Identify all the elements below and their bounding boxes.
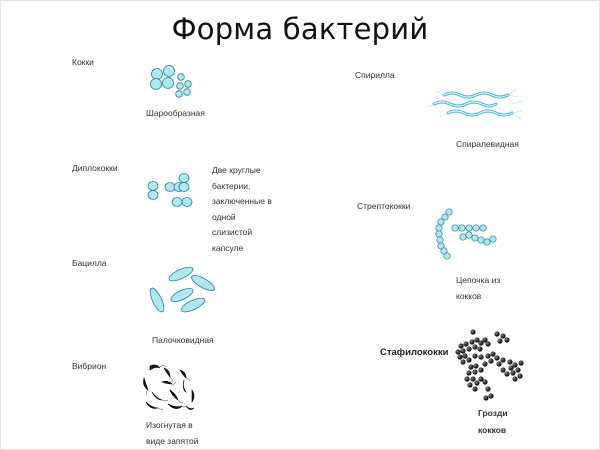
paired-cocci-icon: [147, 173, 193, 207]
grape-cluster-icon: [455, 329, 524, 401]
vibrio-description: Изогнутая в виде запятой: [146, 420, 199, 446]
streptococci-description: Цепочка из кокков: [456, 275, 501, 301]
diplococci-description: Две круглые бактерии, заключенные в одно…: [212, 165, 272, 253]
cocci-label: Кокки: [72, 57, 94, 67]
sphere-cluster-icon: [150, 65, 192, 98]
chain-cocci-icon: [435, 208, 497, 260]
comma-bacteria-icon: [143, 364, 195, 410]
staphylococci-label: Стафилококки: [380, 347, 449, 358]
slide-title: Форма бактерий: [171, 12, 429, 46]
diplococci-label: Диплококки: [72, 163, 118, 173]
vibrio-label: Вибрион: [72, 361, 107, 371]
spiral-icon: [427, 88, 523, 120]
spirilla-description: Спиралевидная: [456, 139, 519, 149]
spirilla-label: Спирилла: [355, 70, 395, 80]
streptococci-label: Стрептококки: [357, 201, 411, 211]
rod-icon: [149, 266, 215, 313]
cocci-description: Шарообразная: [146, 108, 205, 118]
bacillus-label: Бацилла: [72, 258, 107, 268]
staphylococci-description: Грозди кокков: [478, 408, 508, 435]
bacillus-description: Палочковидная: [152, 335, 214, 345]
